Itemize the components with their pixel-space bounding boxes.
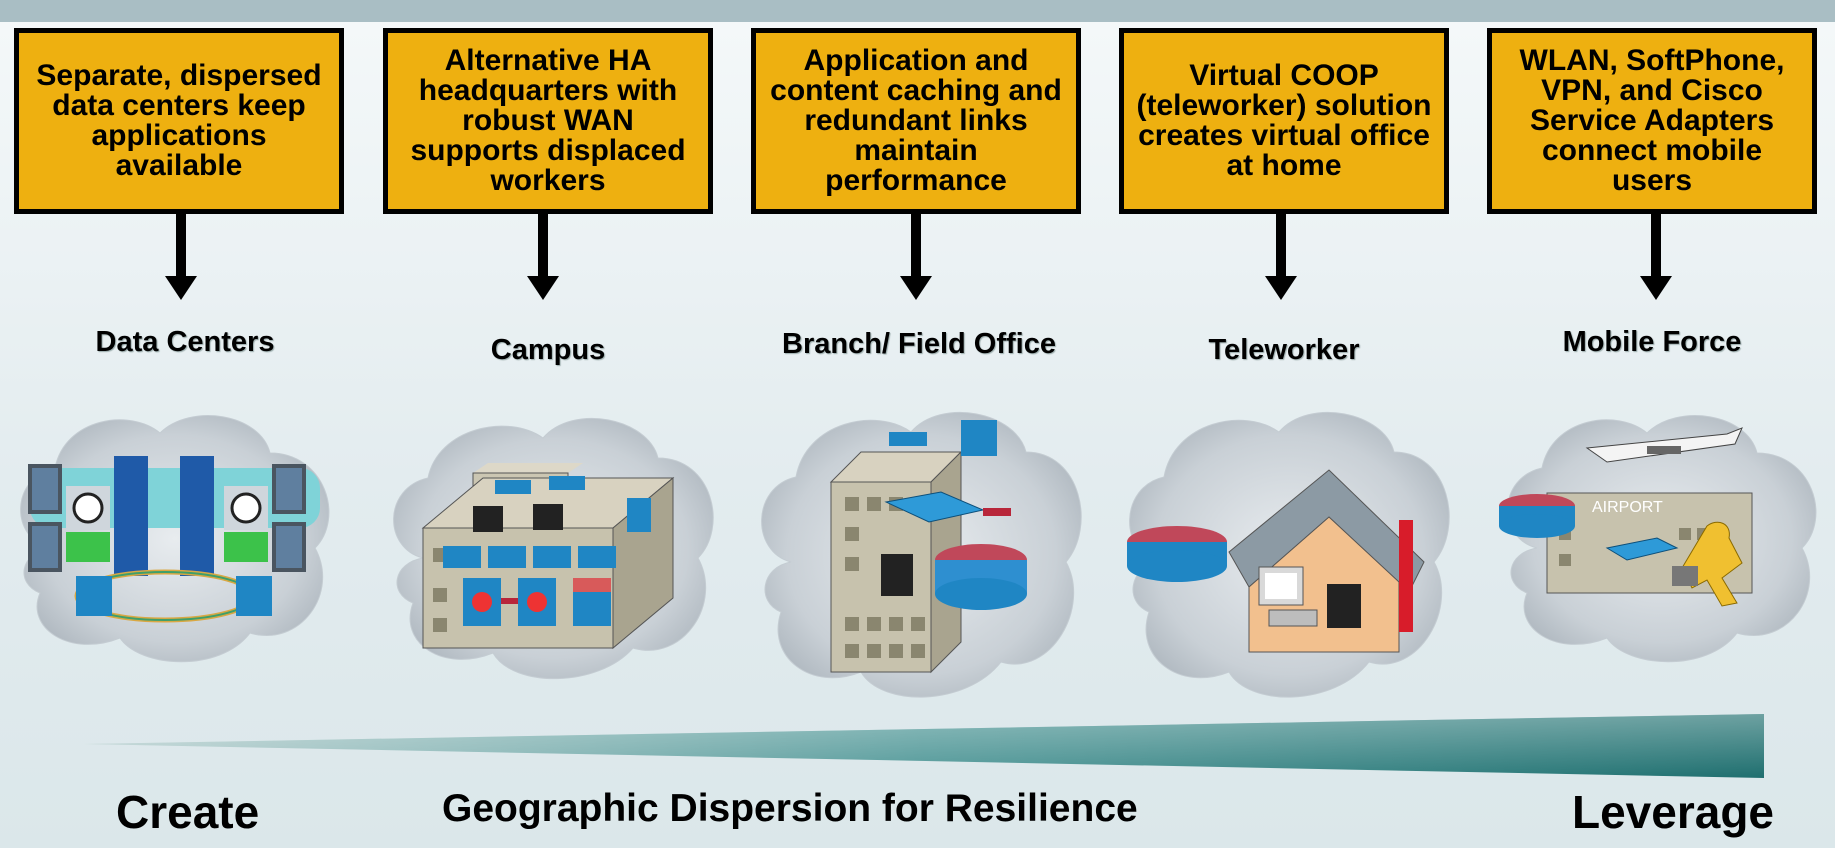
arrow-down-icon bbox=[1265, 276, 1297, 300]
callout-text: Alternative HA headquarters with robust … bbox=[410, 44, 686, 197]
column-teleworker: Virtual COOP (teleworker) solution creat… bbox=[1119, 28, 1459, 828]
column-campus: Alternative HA headquarters with robust … bbox=[383, 28, 723, 828]
data-center-cloud-icon bbox=[20, 415, 330, 663]
arrow-shaft bbox=[1276, 214, 1286, 278]
arrow-down-icon bbox=[900, 276, 932, 300]
top-bar bbox=[0, 0, 1835, 22]
callout-box: Application and content caching and redu… bbox=[751, 28, 1081, 214]
mobile-force-cloud-icon: AIRPORT bbox=[1499, 415, 1817, 663]
create-label: Create bbox=[116, 786, 260, 838]
branch-office-cloud-icon bbox=[761, 411, 1082, 698]
arrow-down-icon bbox=[165, 276, 197, 300]
location-label: Mobile Force bbox=[1562, 326, 1742, 358]
callout-text: WLAN, SoftPhone, VPN, and Cisco Service … bbox=[1519, 44, 1785, 197]
location-label: Teleworker bbox=[1208, 334, 1360, 366]
airport-sign-text: AIRPORT bbox=[1592, 499, 1663, 516]
arrow-down-icon bbox=[1640, 276, 1672, 300]
column-mobile-force: WLAN, SoftPhone, VPN, and Cisco Service … bbox=[1487, 28, 1827, 828]
column-data-centers: Separate, dispersed data centers keep ap… bbox=[14, 28, 354, 828]
location-label: Campus bbox=[490, 334, 606, 366]
callout-box: Separate, dispersed data centers keep ap… bbox=[14, 28, 344, 214]
callout-text: Separate, dispersed data centers keep ap… bbox=[36, 59, 322, 182]
callout-text: Virtual COOP (teleworker) solution creat… bbox=[1136, 59, 1432, 182]
arrow-shaft bbox=[911, 214, 921, 278]
campus-cloud-icon bbox=[393, 417, 714, 680]
callout-box: WLAN, SoftPhone, VPN, and Cisco Service … bbox=[1487, 28, 1817, 214]
callout-box: Alternative HA headquarters with robust … bbox=[383, 28, 713, 214]
callout-box: Virtual COOP (teleworker) solution creat… bbox=[1119, 28, 1449, 214]
teleworker-cloud-icon bbox=[1127, 411, 1450, 698]
callout-text: Application and content caching and redu… bbox=[770, 44, 1062, 197]
location-label: Data Centers bbox=[95, 326, 275, 358]
leverage-label: Leverage bbox=[1572, 786, 1775, 838]
arrow-shaft bbox=[1651, 214, 1661, 278]
arrow-shaft bbox=[176, 214, 186, 278]
arrow-shaft bbox=[538, 214, 548, 278]
column-branch: Application and content caching and redu… bbox=[751, 28, 1091, 828]
dispersion-title: Geographic Dispersion for Resilience bbox=[442, 787, 1138, 830]
resilience-gradient-wedge bbox=[84, 714, 1764, 778]
arrow-down-icon bbox=[527, 276, 559, 300]
location-label: Branch/ Field Office bbox=[782, 328, 1056, 360]
